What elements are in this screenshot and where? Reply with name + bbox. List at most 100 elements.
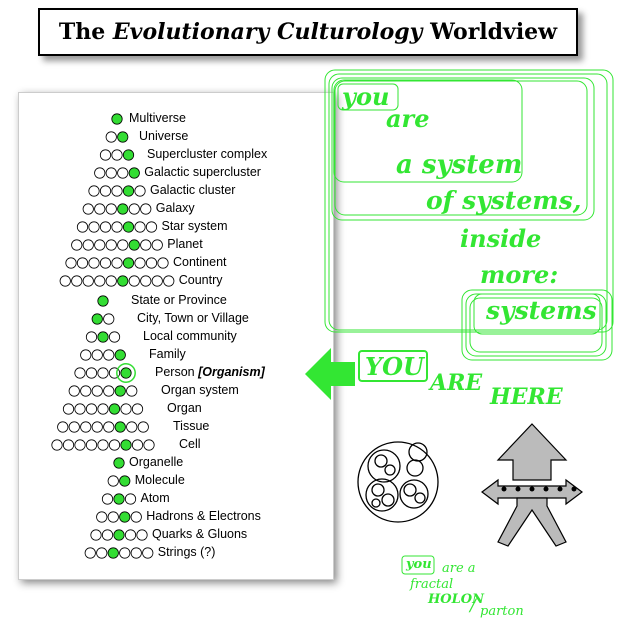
title-post: Worldview <box>422 19 558 45</box>
level-node <box>103 421 115 433</box>
level-node-highlight <box>114 421 126 433</box>
level-node <box>71 239 83 251</box>
level-node-highlight <box>97 331 109 343</box>
level-name: Country <box>178 273 223 287</box>
level-node <box>107 475 119 487</box>
holon-parton: parton <box>480 604 524 619</box>
level-node-highlight <box>122 257 135 269</box>
level-node <box>134 221 146 233</box>
level-node <box>94 167 106 179</box>
level-node <box>91 385 103 397</box>
level-node-highlight <box>119 511 131 523</box>
title-pre: The <box>58 19 113 45</box>
level-node <box>97 367 109 379</box>
level-node <box>105 203 117 215</box>
level-node <box>151 275 163 287</box>
systems-box-3 <box>469 297 603 353</box>
level-node-highlight <box>122 221 135 233</box>
text-are: are <box>386 104 430 133</box>
level-name: Organ system <box>161 383 239 397</box>
level-node <box>111 257 123 269</box>
level-node <box>68 385 80 397</box>
level-node-highlight <box>113 457 125 469</box>
level-label: Universe <box>139 129 188 143</box>
level-node <box>68 421 80 433</box>
level-node-highlight <box>111 113 123 125</box>
level-node <box>134 257 146 269</box>
level-label: Atom <box>141 491 170 505</box>
level-node <box>99 149 112 161</box>
text-inside: inside <box>460 224 542 253</box>
level-node <box>163 275 175 287</box>
outer-box-2 <box>328 73 608 331</box>
level-node <box>142 547 154 559</box>
level-node <box>101 493 114 505</box>
title-box: The Evolutionary Culturology Worldview <box>38 8 578 56</box>
level-name: State or Province <box>131 293 227 307</box>
level-node <box>94 239 106 251</box>
inner-box <box>333 79 523 183</box>
level-node-highlight <box>117 203 129 215</box>
level-node <box>120 403 132 415</box>
level-name: Organ <box>167 401 202 415</box>
level-node <box>107 511 119 523</box>
level-node <box>57 421 69 433</box>
level-node <box>99 221 112 233</box>
level-node <box>103 349 115 361</box>
level-node <box>82 275 94 287</box>
level-node <box>94 203 106 215</box>
level-label: State or Province <box>131 293 227 307</box>
level-name: Atom <box>140 491 170 505</box>
level-node <box>117 239 129 251</box>
holon-you-box <box>401 555 435 575</box>
branching-arrow-icon <box>481 423 583 547</box>
level-name: Hadrons & Electrons <box>146 509 261 523</box>
you-are-here-arrow-icon <box>305 348 355 400</box>
level-node <box>103 313 115 325</box>
level-label: Organ <box>167 401 202 415</box>
level-label: Strings (?) <box>158 545 216 559</box>
level-node <box>105 131 117 143</box>
level-node <box>85 367 98 379</box>
level-node <box>108 331 121 343</box>
level-node <box>130 511 142 523</box>
level-node <box>88 257 100 269</box>
level-node <box>51 439 63 451</box>
level-name: Galaxy <box>155 201 195 215</box>
level-node-highlight <box>122 149 135 161</box>
level-node <box>96 547 108 559</box>
level-name: City, Town or Village <box>137 311 249 325</box>
text-you-caps: YOU <box>365 352 424 381</box>
level-label: Organelle <box>129 455 183 469</box>
level-label: Continent <box>173 255 227 269</box>
level-node <box>99 257 112 269</box>
level-node <box>97 403 109 415</box>
level-node <box>117 167 129 179</box>
you-box <box>337 83 399 111</box>
middle-box-1 <box>331 77 595 221</box>
level-node <box>80 385 92 397</box>
level-name: Universe <box>139 129 189 143</box>
text-a-system: a system <box>396 150 523 180</box>
text-you: you <box>342 82 390 111</box>
level-node <box>124 529 137 541</box>
level-label: Galactic cluster <box>150 183 235 197</box>
level-label: Molecule <box>135 473 185 487</box>
level-label: Cell <box>179 437 201 451</box>
level-name: Local community <box>143 329 237 343</box>
level-label: Hadrons & Electrons <box>146 509 261 523</box>
level-node-highlight <box>117 131 129 143</box>
level-label: Tissue <box>173 419 209 433</box>
level-node-highlight <box>114 385 126 397</box>
level-node <box>82 239 94 251</box>
you-label-box <box>358 350 428 382</box>
level-node <box>103 385 115 397</box>
level-node <box>101 529 114 541</box>
organism-tag: [Organism] <box>194 365 265 379</box>
holon-fractal: fractal <box>410 577 454 592</box>
level-node <box>136 529 148 541</box>
level-node <box>88 185 100 197</box>
level-node <box>128 275 140 287</box>
level-node <box>91 421 103 433</box>
